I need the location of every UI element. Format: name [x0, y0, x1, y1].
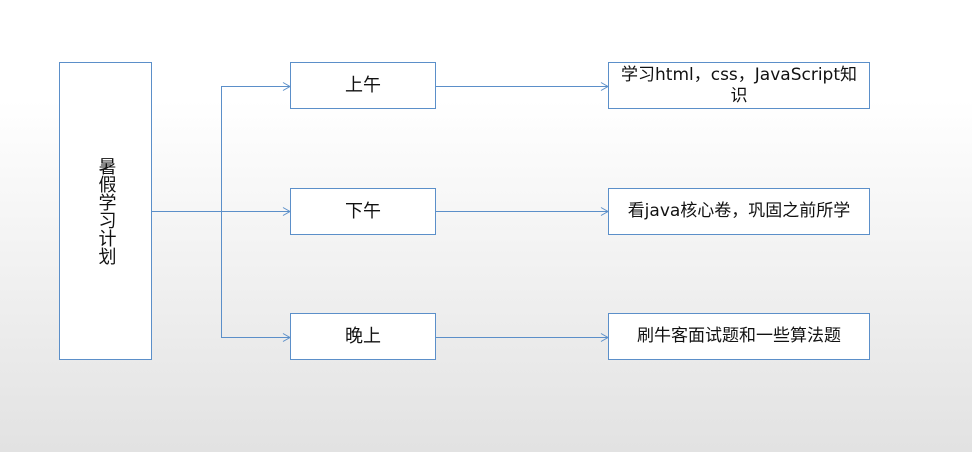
- task-node-morning: 学习html，css，JavaScript知识: [608, 62, 870, 109]
- root-node-summer-plan: 暑假学习计划: [59, 62, 152, 360]
- time-node-evening: 晚上: [290, 313, 436, 360]
- time-node-label: 上午: [345, 74, 381, 96]
- time-node-afternoon: 下午: [290, 188, 436, 235]
- time-node-label: 下午: [345, 200, 381, 222]
- task-node-label: 看java核心卷，巩固之前所学: [627, 201, 851, 221]
- root-node-label: 暑假学习计划: [95, 157, 117, 265]
- time-node-label: 晚上: [345, 325, 381, 347]
- task-node-afternoon: 看java核心卷，巩固之前所学: [608, 188, 870, 235]
- task-node-evening: 刷牛客面试题和一些算法题: [608, 313, 870, 360]
- time-node-morning: 上午: [290, 62, 436, 109]
- task-node-label: 学习html，css，JavaScript知识: [621, 64, 857, 106]
- task-node-label: 刷牛客面试题和一些算法题: [637, 326, 841, 346]
